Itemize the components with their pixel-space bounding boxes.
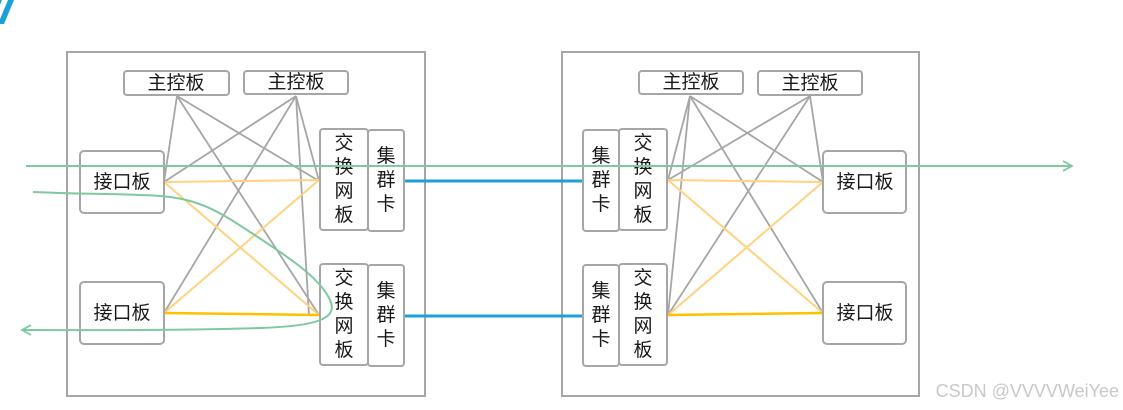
svg-text:主控板: 主控板 — [662, 71, 719, 93]
label-char: 卡 — [591, 328, 610, 350]
left-switch-fabric-2: 交换网板 — [319, 263, 369, 366]
right-cluster-card-2: 集群卡 — [582, 264, 620, 367]
svg-text:接口板: 接口板 — [836, 302, 893, 324]
label-char: 群 — [376, 304, 395, 326]
label-char: 网 — [633, 315, 652, 337]
svg-text:接口板: 接口板 — [93, 171, 150, 193]
label-char: 板 — [633, 204, 652, 226]
right-switch-fabric-1: 交换网板 — [618, 128, 668, 231]
svg-text:接口板: 接口板 — [93, 302, 150, 324]
svg-text:主控板: 主控板 — [781, 72, 838, 94]
svg-text:主控板: 主控板 — [267, 71, 324, 93]
right-main-control-2: 主控板 — [757, 70, 863, 96]
label-char: 群 — [376, 169, 395, 191]
right-chassis — [561, 51, 920, 397]
right-main-control-1: 主控板 — [638, 70, 744, 95]
label-char: 交 — [633, 132, 652, 154]
label-char: 交 — [334, 132, 353, 154]
label-char: 集 — [376, 280, 395, 302]
right-interface-board-1: 接口板 — [822, 150, 907, 214]
label-char: 网 — [334, 180, 353, 202]
svg-text:接口板: 接口板 — [836, 171, 893, 193]
left-cluster-card-2: 集群卡 — [367, 264, 405, 367]
left-fabric-links — [163, 179, 320, 317]
label-char: 卡 — [591, 193, 610, 215]
label-char: 集 — [591, 280, 610, 302]
left-chassis — [66, 51, 426, 397]
label-char: 换 — [633, 291, 652, 313]
left-interface-board-1: 接口板 — [79, 150, 165, 214]
left-main-control-1: 主控板 — [123, 70, 230, 96]
label-char: 集 — [591, 145, 610, 167]
svg-text:交换网板: 交换网板 — [633, 267, 652, 361]
right-control-links — [667, 95, 824, 316]
label-char: 网 — [633, 180, 652, 202]
label-char: 板 — [633, 339, 652, 361]
svg-text:集群卡: 集群卡 — [376, 280, 395, 350]
label-char: 换 — [334, 291, 353, 313]
left-switch-fabric-1: 交换网板 — [319, 128, 369, 231]
left-control-links — [163, 95, 320, 316]
label-char: 卡 — [376, 328, 395, 350]
left-interface-board-2: 接口板 — [79, 281, 165, 345]
label-char: 交 — [633, 267, 652, 289]
label-char: 交 — [334, 267, 353, 289]
svg-text:交换网板: 交换网板 — [334, 267, 353, 361]
left-main-control-2: 主控板 — [243, 70, 349, 95]
label-char: 卡 — [376, 193, 395, 215]
right-cluster-card-1: 集群卡 — [582, 129, 620, 232]
svg-text:集群卡: 集群卡 — [591, 280, 610, 350]
logo-icon — [0, 0, 14, 24]
svg-text:集群卡: 集群卡 — [376, 145, 395, 215]
traffic-path-local-loop — [20, 191, 333, 336]
svg-text:主控板: 主控板 — [147, 72, 204, 94]
left-cluster-card-1: 集群卡 — [367, 129, 405, 232]
label-char: 网 — [334, 315, 353, 337]
right-fabric-links — [667, 179, 824, 317]
svg-text:交换网板: 交换网板 — [334, 132, 353, 226]
label-char: 板 — [334, 339, 353, 361]
right-interface-board-2: 接口板 — [822, 281, 907, 345]
label-char: 群 — [591, 304, 610, 326]
label-char: 板 — [334, 204, 353, 226]
label-char: 集 — [376, 145, 395, 167]
watermark: CSDN @VVVVWeiYee — [935, 381, 1119, 401]
svg-text:集群卡: 集群卡 — [591, 145, 610, 215]
label-char: 群 — [591, 169, 610, 191]
right-switch-fabric-2: 交换网板 — [618, 263, 668, 366]
